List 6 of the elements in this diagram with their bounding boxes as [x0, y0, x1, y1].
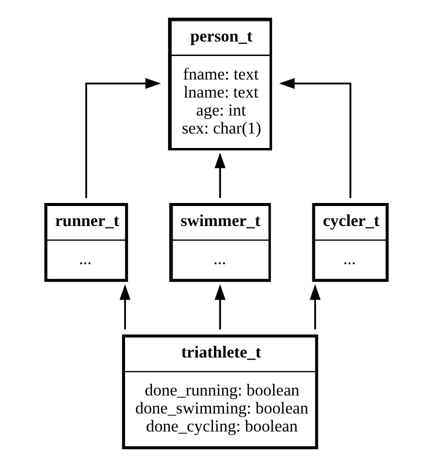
- arrow: [120, 284, 130, 330]
- arrow: [310, 284, 321, 330]
- arrow: [214, 284, 226, 330]
- arrow: [279, 78, 352, 198]
- arrow: [85, 78, 161, 198]
- arrow: [214, 152, 226, 198]
